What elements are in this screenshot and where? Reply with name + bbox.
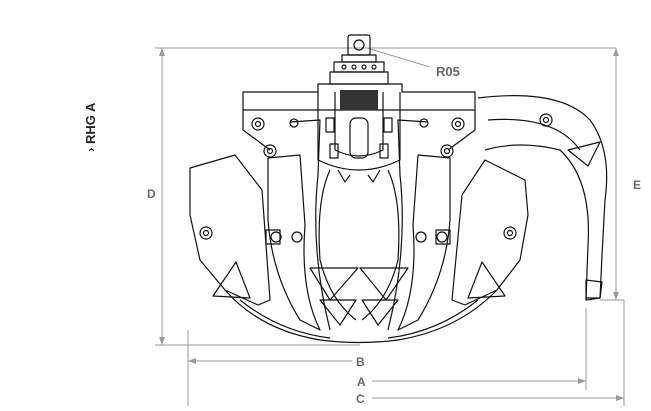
dimension-a-label: A <box>357 375 366 389</box>
rotator-label: R05 <box>436 64 460 79</box>
grapple-body <box>189 34 608 344</box>
dimension-e-label: E <box>633 178 641 192</box>
dimension-b-label: B <box>356 355 365 369</box>
dimension-d-label: D <box>147 187 156 201</box>
dimension-c-label: C <box>356 392 365 406</box>
model-side-label: › RHG A <box>83 102 98 152</box>
dimension-arrows <box>159 48 624 401</box>
dimension-lines <box>155 47 625 408</box>
